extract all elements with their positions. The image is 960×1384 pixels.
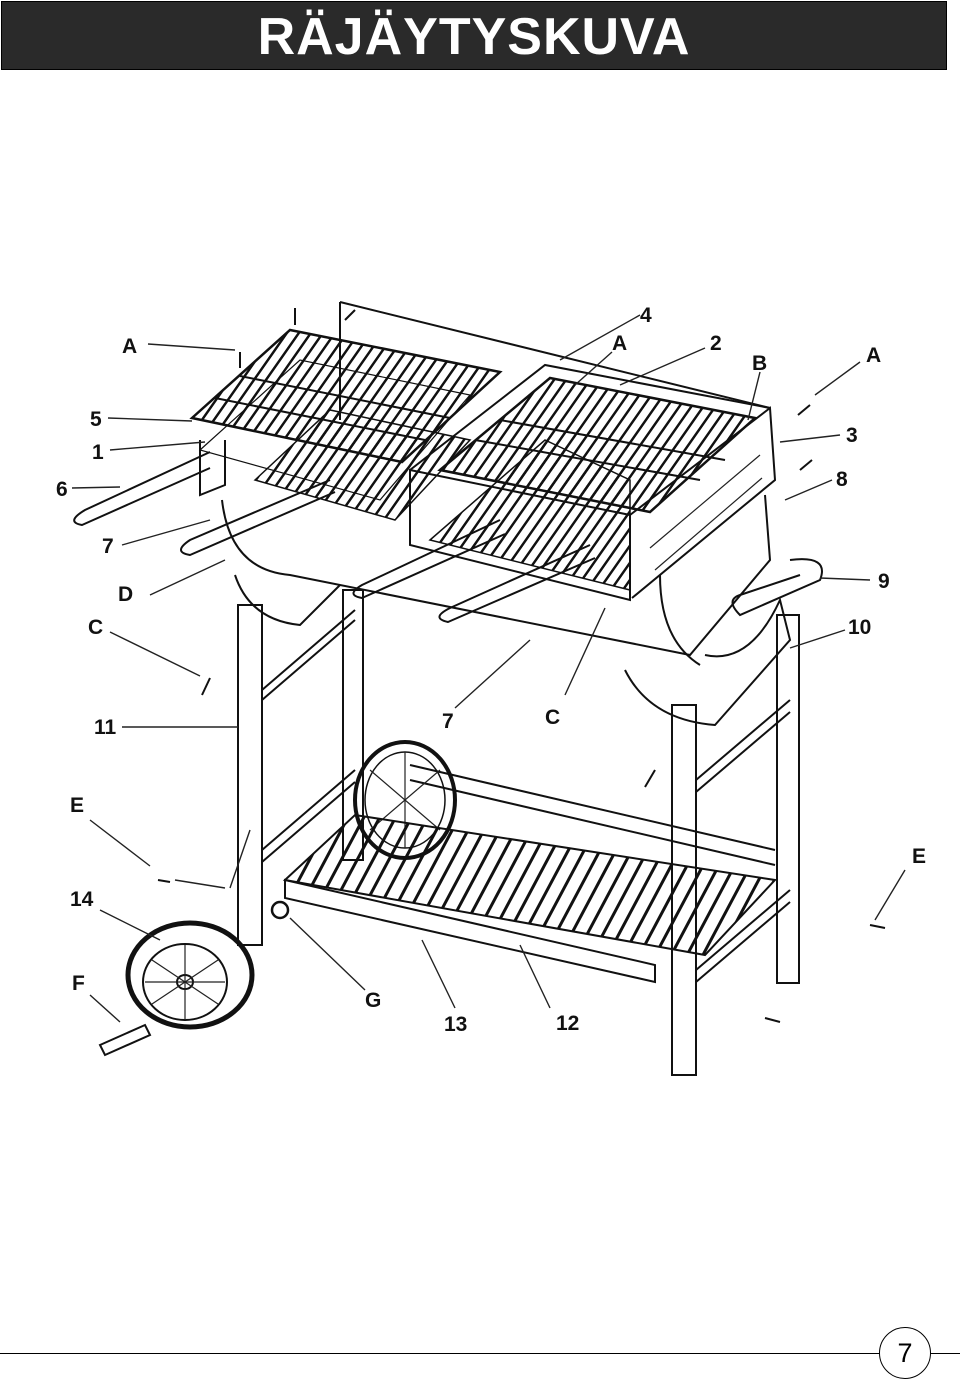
label-E2: E	[912, 845, 926, 868]
label-A3: A	[866, 344, 881, 367]
page-number-badge: 7	[879, 1327, 931, 1379]
label-11: 11	[94, 716, 117, 739]
label-4: 4	[640, 304, 652, 327]
label-3: 3	[846, 424, 858, 447]
label-8: 8	[836, 468, 848, 491]
label-E1: E	[70, 794, 84, 817]
label-G: G	[365, 989, 381, 1012]
left-coal-grate	[253, 409, 472, 521]
label-A1: A	[122, 335, 137, 358]
label-13: 13	[444, 1013, 467, 1036]
page-title: RÄJÄYTYSKUVA	[257, 8, 691, 66]
label-6: 6	[56, 478, 68, 501]
page-number: 7	[897, 1338, 913, 1368]
screws	[157, 308, 886, 1023]
label-2: 2	[710, 332, 722, 355]
title-bar: RÄJÄYTYSKUVA	[1, 1, 947, 70]
label-F: F	[72, 972, 85, 995]
label-7a: 7	[102, 535, 114, 558]
label-D: D	[118, 583, 133, 606]
label-1: 1	[92, 441, 104, 464]
frame	[237, 589, 800, 1076]
label-7b: 7	[442, 710, 454, 733]
footer-rule	[0, 1353, 960, 1354]
axle-bolt	[98, 1023, 152, 1057]
label-A2: A	[612, 332, 627, 355]
part-labels: A 5 1 6 7 D C 11 E 14 F G 13 12 7 C 4 A …	[56, 304, 926, 1036]
label-B: B	[752, 352, 767, 375]
lower-shelf	[282, 813, 778, 984]
nut	[270, 900, 290, 920]
label-9: 9	[878, 570, 890, 593]
label-C1: C	[88, 616, 103, 639]
side-handle	[731, 558, 823, 617]
front-wheel	[125, 920, 255, 1030]
leader-lines	[71, 314, 906, 1023]
exploded-view-diagram: A 5 1 6 7 D C 11 E 14 F G 13 12 7 C 4 A …	[56, 301, 926, 1076]
fire-box	[339, 301, 777, 602]
grill-handles	[73, 451, 596, 624]
label-12: 12	[556, 1012, 579, 1035]
label-5: 5	[90, 408, 102, 431]
label-10: 10	[848, 616, 871, 639]
label-14: 14	[70, 888, 94, 911]
label-C2: C	[545, 706, 560, 729]
